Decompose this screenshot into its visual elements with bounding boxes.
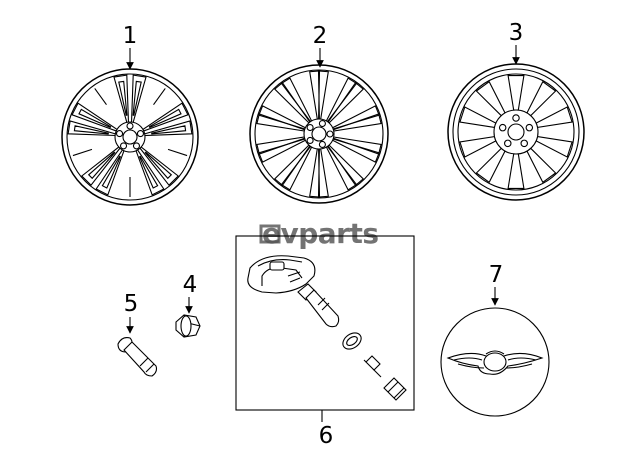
- part-label-6: 6: [319, 423, 334, 449]
- wheel-3-rim-inner: [452, 68, 580, 196]
- wheel-3-rim-outer: [447, 63, 585, 201]
- tpms-valve-stem: [297, 283, 340, 328]
- tpms-valve-core: [363, 355, 382, 378]
- center-cap-disc: [440, 307, 550, 417]
- tpms-kit[interactable]: 6: [235, 235, 415, 449]
- tpms-sensor: [247, 255, 316, 294]
- wheel-2-center-bore: [311, 126, 327, 142]
- valve-stem-body: [123, 341, 158, 377]
- part-label-3: 3: [509, 20, 524, 46]
- wheel-3-rim-lip: [457, 73, 575, 191]
- wheel-1-rim-inner: [66, 73, 194, 201]
- part-label-5: 5: [124, 291, 139, 317]
- watermark: evparts: [259, 217, 379, 250]
- wheel-1[interactable]: 1: [61, 23, 199, 206]
- part-label-4: 4: [183, 272, 198, 298]
- part-label-7: 7: [489, 262, 504, 288]
- wheel-2[interactable]: 2: [249, 23, 389, 204]
- lug-nut-seat: [180, 315, 192, 337]
- wheel-3-center-bore: [507, 123, 525, 141]
- tpms-valve-cap: [383, 377, 407, 401]
- wheel-2-lug-holes: [306, 119, 334, 149]
- watermark-text: evparts: [262, 217, 379, 250]
- wheel-1-lug-holes: [115, 122, 145, 150]
- wheel-1-rim-outer: [61, 68, 199, 206]
- wheel-3-lug-holes: [498, 114, 534, 148]
- part-label-1: 1: [123, 23, 138, 49]
- center-cap[interactable]: 7: [440, 262, 550, 417]
- wing-emblem: [446, 350, 544, 375]
- part-label-2: 2: [313, 23, 328, 49]
- watermark-logo-mark: [259, 224, 281, 244]
- wheel-3[interactable]: 3: [447, 20, 585, 201]
- wheel-2-rim-outer: [249, 64, 389, 204]
- lug-nut[interactable]: 4: [175, 272, 201, 338]
- wheel-2-rim-inner: [254, 69, 384, 199]
- valve-stem[interactable]: 5: [117, 291, 158, 377]
- wheel-1-center-bore: [122, 129, 138, 145]
- tpms-kit-box: [235, 235, 415, 411]
- tpms-washer: [342, 332, 362, 350]
